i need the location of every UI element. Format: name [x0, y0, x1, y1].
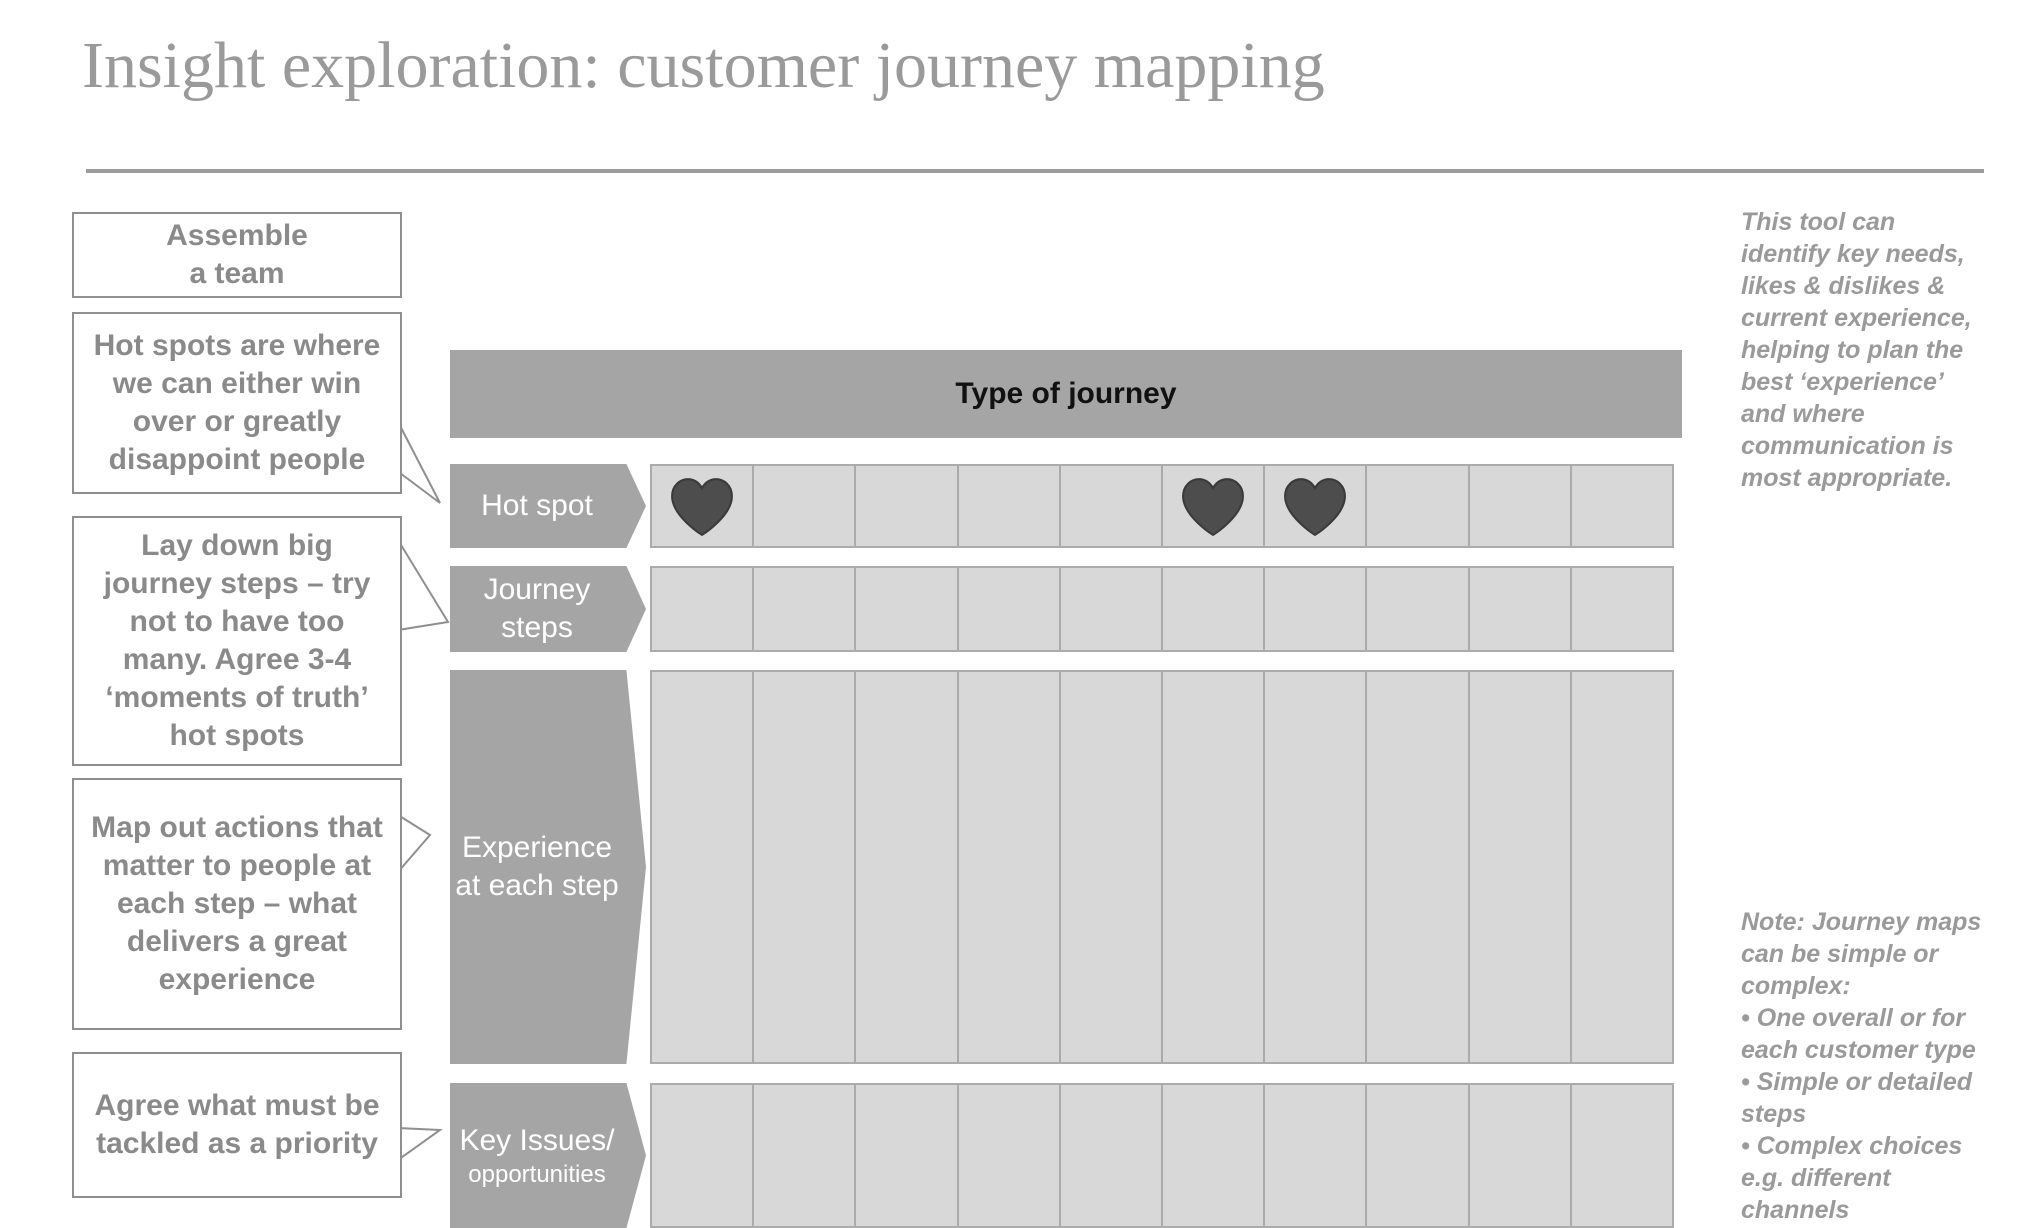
- grid-cell: [650, 566, 754, 652]
- grid-cell: [650, 1083, 754, 1228]
- grid-cell: [1570, 464, 1675, 548]
- row-experience-cells: [650, 670, 1675, 1064]
- grid-cell: [1162, 464, 1265, 548]
- grid-cell: [1570, 566, 1675, 652]
- grid-cell: [753, 464, 856, 548]
- pointer-actions: [397, 814, 432, 873]
- grid-cell: [1366, 566, 1469, 652]
- page-title: Insight exploration: customer journey ma…: [82, 29, 1325, 102]
- journey-type-header: Type of journey: [450, 350, 1682, 438]
- journey-type-label: Type of journey: [955, 377, 1177, 410]
- grid-cell: [957, 1083, 1060, 1228]
- grid-cell: [1162, 670, 1265, 1064]
- row-journey-steps-cells: [650, 566, 1675, 652]
- row-hot-spot-cells: [650, 464, 1675, 548]
- grid-cell: [1570, 670, 1675, 1064]
- grid-cell: [957, 464, 1060, 548]
- grid-cell: [1468, 464, 1571, 548]
- grid-cell: [957, 566, 1060, 652]
- grid-cell: [1570, 1083, 1675, 1228]
- row-label-hot-spot: Hot spot: [450, 464, 646, 548]
- heart-icon: [1182, 478, 1245, 536]
- grid-cell: [1059, 566, 1163, 652]
- grid-cell: [753, 566, 856, 652]
- grid-cell: [1264, 1083, 1367, 1228]
- pointer-steps: [397, 539, 450, 631]
- grid-cell: [1059, 670, 1163, 1064]
- grid-cell: [1162, 566, 1265, 652]
- grid-cell: [855, 566, 958, 652]
- grid-cell: [650, 670, 754, 1064]
- callout-map-actions: Map out actions that matter to people at…: [72, 778, 402, 1030]
- grid-cell: [855, 670, 958, 1064]
- grid-cell: [957, 670, 1060, 1064]
- grid-cell: [1162, 1083, 1265, 1228]
- grid-cell: [1468, 670, 1571, 1064]
- row-label-experience: Experience at each step: [450, 670, 646, 1064]
- side-note-tool-purpose: This tool can identify key needs, likes …: [1741, 208, 1972, 492]
- grid-cell: [1264, 566, 1367, 652]
- grid-cell: [1366, 1083, 1469, 1228]
- row-label-journey-steps: Journey steps: [450, 566, 646, 652]
- grid-cell: [753, 1083, 856, 1228]
- side-note-journey-maps: Note: Journey maps can be simple or comp…: [1741, 908, 1982, 1224]
- grid-cell: [1366, 670, 1469, 1064]
- grid-cell: [1468, 1083, 1571, 1228]
- grid-cell: [855, 1083, 958, 1228]
- pointer-priority: [397, 1127, 443, 1161]
- grid-cell: [1059, 464, 1163, 548]
- grid-cell: [753, 670, 856, 1064]
- grid-cell: [1366, 464, 1469, 548]
- grid-cell: [1468, 566, 1571, 652]
- row-label-key-issues: Key Issues/ opportunities: [450, 1083, 646, 1228]
- title-divider: [86, 169, 1984, 173]
- pointer-hotspots: [395, 417, 441, 504]
- grid-cell: [855, 464, 958, 548]
- callout-journey-steps: Lay down big journey steps – try not to …: [72, 516, 402, 766]
- grid-cell: [1264, 670, 1367, 1064]
- callout-priority: Agree what must be tackled as a priority: [72, 1052, 402, 1198]
- callout-hot-spots: Hot spots are where we can either win ov…: [72, 312, 402, 494]
- callout-assemble-team: Assemble a team: [72, 212, 402, 298]
- grid-cell: [1264, 464, 1367, 548]
- heart-icon: [1284, 478, 1347, 536]
- grid-cell: [650, 464, 754, 548]
- row-key-issues-cells: [650, 1083, 1675, 1228]
- heart-icon: [671, 478, 734, 536]
- grid-cell: [1059, 1083, 1163, 1228]
